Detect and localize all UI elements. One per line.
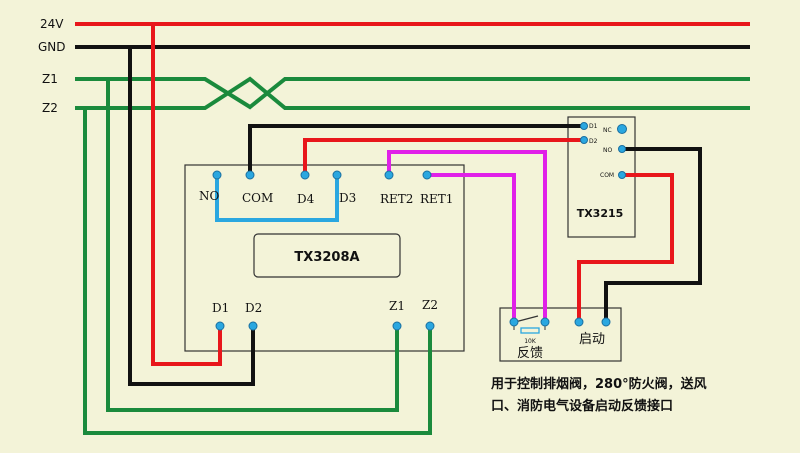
tx3215-label-no: NO [603, 147, 612, 154]
tx3208a-name-box [253, 233, 401, 278]
feedback-resistor [520, 327, 540, 334]
tx3215-label-com: COM [600, 172, 614, 179]
wire-com-to-tx3215-d1 [248, 124, 584, 175]
label-d4: D4 [297, 192, 315, 206]
tx3208a-module [184, 164, 465, 352]
description-line-1: 用于控制排烟阀，280°防火阀，送风 [490, 376, 707, 392]
bus-z1-line [75, 77, 750, 110]
terminal-z2 [425, 321, 435, 331]
label-ret2: RET2 [380, 192, 413, 206]
tx3215-terminal-d1 [580, 122, 588, 130]
label-z1: Z1 [42, 72, 58, 86]
label-com: COM [242, 191, 273, 205]
tx3215-terminal-d2 [580, 136, 588, 144]
label-z2-terminal: Z2 [422, 298, 438, 312]
label-d2: D2 [245, 301, 262, 315]
label-no: NO [199, 189, 220, 203]
wire-ret1-feedback [427, 173, 516, 322]
resistor-label: 10K [524, 338, 537, 345]
description-line-2: 口、消防电气设备启动反馈接口 [491, 398, 673, 414]
interface-terminal-feedback-2 [540, 317, 550, 327]
terminal-ret2 [384, 170, 394, 180]
interface-terminal-start-2 [601, 317, 611, 327]
wire-ret2-feedback [387, 150, 547, 322]
tx3215-terminal-nc [617, 124, 627, 134]
wire-z1-to-module [106, 79, 399, 412]
interface-terminal-feedback-1 [509, 317, 519, 327]
bus-z2-line [75, 76, 750, 110]
feedback-switch [514, 315, 539, 323]
wire-link-no-d3 [215, 175, 339, 222]
label-d3: D3 [339, 191, 356, 205]
terminal-no [212, 170, 222, 180]
feedback-label: 反馈 [517, 346, 543, 361]
tx3215-label-d1: D1 [589, 123, 598, 130]
terminal-z1 [392, 321, 402, 331]
wire-tx3215-com-start [577, 173, 674, 322]
interface-terminal-start-1 [574, 317, 584, 327]
start-label: 启动 [579, 332, 605, 347]
terminal-d2 [248, 321, 258, 331]
wire-tx3215-no-start [604, 147, 702, 322]
wire-z2-to-module [83, 108, 432, 435]
terminal-ret1 [422, 170, 432, 180]
interface-box [499, 307, 622, 362]
terminal-d3 [332, 170, 342, 180]
tx3215-terminal-com [618, 171, 626, 179]
label-z1-terminal: Z1 [389, 299, 405, 313]
wire-gnd-to-d2 [128, 47, 255, 386]
tx3215-terminal-no [618, 145, 626, 153]
tx3208a-name: TX3208A [294, 250, 359, 265]
label-ret1: RET1 [420, 192, 453, 206]
terminal-com [245, 170, 255, 180]
wire-d4-to-tx3215-d2 [303, 138, 584, 175]
tx3215-label-d2: D2 [589, 138, 598, 145]
label-24v: 24V [40, 17, 64, 31]
label-d1: D1 [212, 301, 229, 315]
terminal-d4 [300, 170, 310, 180]
wire-24v-to-d1 [151, 24, 222, 366]
label-gnd: GND [38, 40, 66, 54]
tx3215-label-nc: NC [603, 127, 612, 134]
label-z2: Z2 [42, 101, 58, 115]
tx3215-name: TX3215 [577, 207, 624, 220]
terminal-d1 [215, 321, 225, 331]
